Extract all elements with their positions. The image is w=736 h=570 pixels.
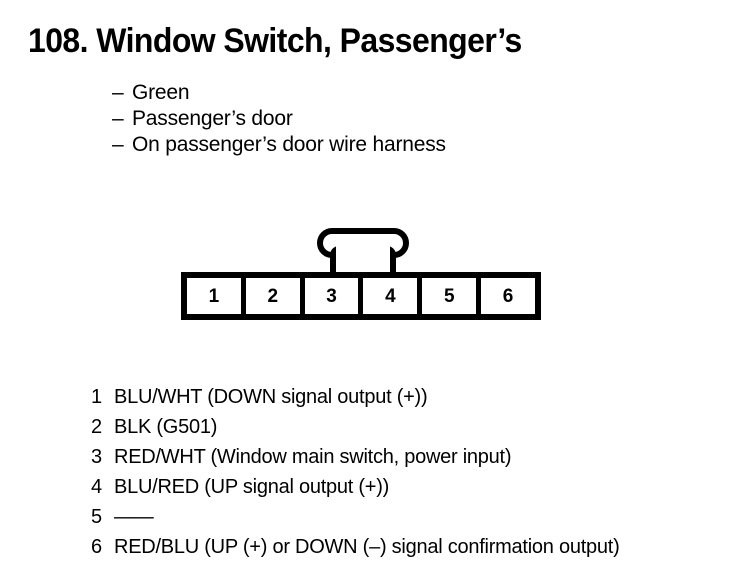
pin-number: 3: [91, 446, 102, 468]
connector-pin-cell-3: 3: [304, 278, 359, 314]
pin-row: 5 ——: [91, 502, 619, 532]
pin-row: 3 RED/WHT (Window main switch, power inpu…: [91, 442, 619, 472]
connector-pin-cell-5: 5: [422, 278, 477, 314]
page-title: 108. Window Switch, Passenger’s: [28, 22, 522, 60]
pin-row: 6 RED/BLU (UP (+) or DOWN (–) signal conf…: [91, 532, 620, 562]
connector-pin-cell-6: 6: [481, 278, 535, 314]
latch-neck-fill-shape: [336, 238, 390, 274]
connector-diagram: 1 2 3 4 5 6: [181, 228, 541, 320]
pin-number: 2: [91, 416, 102, 438]
pin-row: 4 BLU/RED (UP signal output (+)): [91, 472, 619, 502]
dash-bullet-icon: –: [112, 81, 124, 104]
pin-row: 2 BLK (G501): [91, 412, 619, 442]
list-item-label: Green: [132, 81, 190, 104]
list-item: –Green: [112, 80, 446, 106]
connector-pin-cell-2: 2: [245, 278, 300, 314]
pin-number: 4: [91, 476, 102, 498]
dash-bullet-icon: –: [112, 133, 124, 156]
pin-description: ——: [114, 506, 154, 528]
pin-description: BLU/RED (UP signal output (+)): [114, 476, 390, 498]
pin-description: RED/BLU (UP (+) or DOWN (–) signal confi…: [114, 536, 620, 558]
list-item: –Passenger’s door: [112, 106, 446, 132]
pin-description: BLU/WHT (DOWN signal output (+)): [114, 386, 428, 408]
connector-latch-tab-icon: [317, 228, 409, 276]
dash-bullet-icon: –: [112, 107, 124, 130]
list-item-label: On passenger’s door wire harness: [132, 133, 446, 156]
pin-number: 6: [91, 536, 102, 558]
pin-number: 5: [91, 506, 102, 528]
pin-row: 1 BLU/WHT (DOWN signal output (+)): [91, 382, 619, 412]
pin-description-list: 1 BLU/WHT (DOWN signal output (+)) 2 BLK (…: [91, 382, 620, 562]
connector-attributes-list: –Green –Passenger’s door –On passenger’s…: [112, 80, 446, 158]
connector-pin-cell-4: 4: [363, 278, 418, 314]
pin-description: RED/WHT (Window main switch, power input…: [114, 446, 512, 468]
pin-number: 1: [91, 386, 102, 408]
list-item: –On passenger’s door wire harness: [112, 132, 446, 158]
connector-body: 1 2 3 4 5 6: [181, 272, 541, 320]
connector-pin-cell-1: 1: [187, 278, 241, 314]
list-item-label: Passenger’s door: [132, 107, 293, 130]
pin-description: BLK (G501): [114, 416, 218, 438]
